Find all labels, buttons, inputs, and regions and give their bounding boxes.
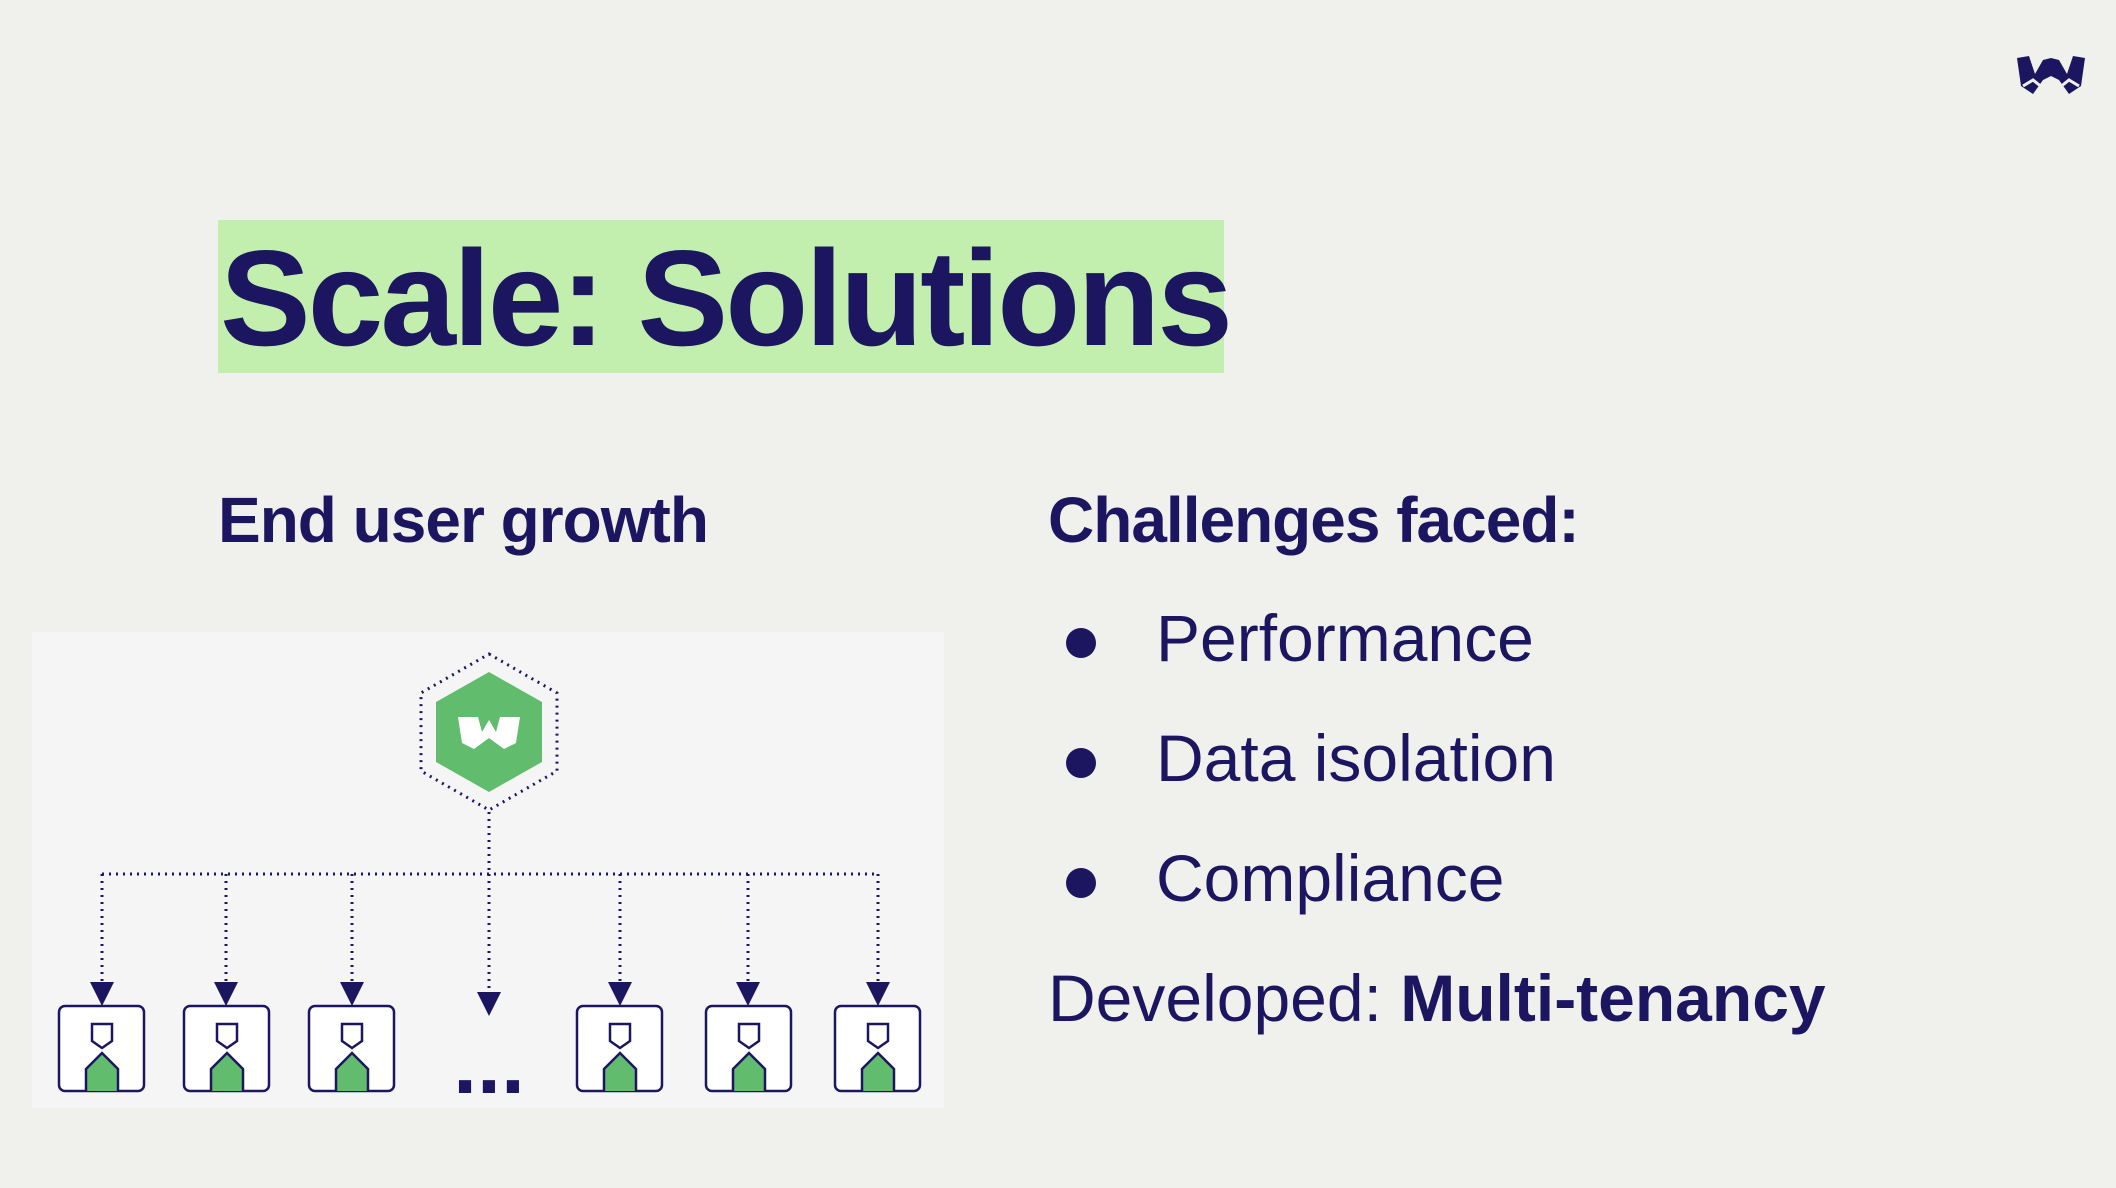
left-heading: End user growth: [218, 484, 709, 556]
user-node-2: [182, 1004, 271, 1093]
bullet-icon: [1066, 868, 1096, 898]
challenge-label: Data isolation: [1156, 721, 1556, 795]
user-connectors: [90, 874, 890, 1016]
user-node-5: [704, 1004, 793, 1093]
user-node-6: [833, 1004, 922, 1093]
ellipsis-label: ...: [453, 1016, 525, 1108]
user-node-4: [575, 1004, 664, 1093]
page-title: Scale: Solutions: [220, 222, 1233, 374]
multi-tenancy-diagram: ...: [32, 632, 944, 1108]
bullet-icon: [1066, 748, 1096, 778]
title-highlight: [218, 220, 1224, 373]
weaviate-hexagon-logo-icon: [458, 717, 520, 749]
user-node-3: [307, 1004, 396, 1093]
weaviate-logo-icon: [2017, 56, 2085, 94]
diagram-svg: ...: [57, 652, 922, 1108]
user-node-1: [57, 1004, 146, 1093]
challenge-label: Performance: [1156, 601, 1534, 675]
developed-line: Developed: Multi-tenancy: [1048, 960, 1826, 1036]
hub-node: [419, 652, 559, 812]
developed-value: Multi-tenancy: [1400, 961, 1826, 1035]
developed-prefix: Developed:: [1048, 961, 1401, 1035]
challenge-label: Compliance: [1156, 841, 1505, 915]
bullet-icon: [1066, 628, 1096, 658]
challenges-heading: Challenges faced:: [1048, 484, 1580, 556]
